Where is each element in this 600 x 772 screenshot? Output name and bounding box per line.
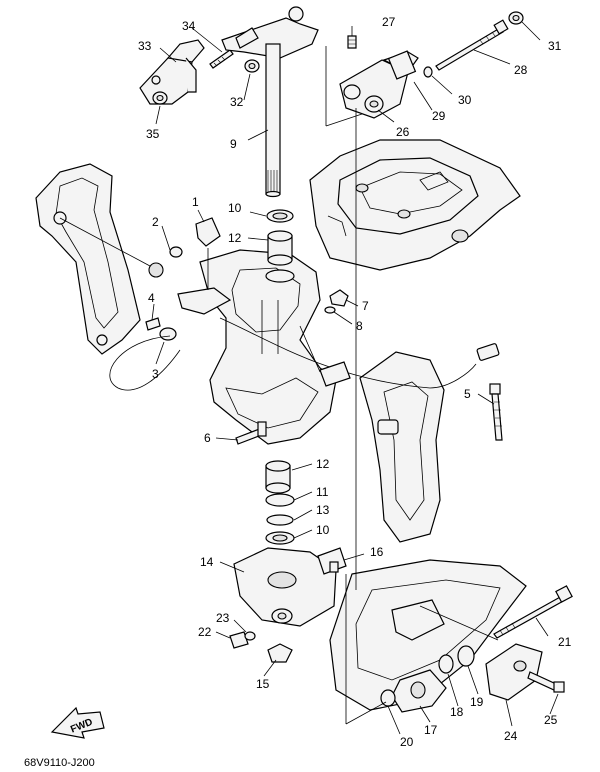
callout-2: 2 [152,215,159,229]
forward-arrow-icon: FWD [50,706,105,739]
lower-unit [329,559,527,711]
callouts: 1 2 3 4 5 6 7 8 9 10 10 11 12 12 13 14 1… [138,15,572,749]
clip-15 [267,643,293,663]
callout-10b: 10 [316,523,330,537]
rear-mount [359,351,445,543]
nut-7 [329,289,349,307]
callout-14: 14 [200,555,214,569]
washer-19 [457,645,475,667]
callout-16: 16 [370,545,384,559]
callout-22: 22 [198,625,212,639]
leader-lines [59,21,559,735]
callout-33: 33 [138,39,152,53]
swivel-bracket [199,249,337,445]
callout-1: 1 [192,195,199,209]
clamp-bracket [35,163,141,355]
washer-18 [438,654,454,674]
mount-rubber-17 [391,669,447,713]
long-bolt-28 [435,19,509,71]
callout-25: 25 [544,713,558,727]
callout-15: 15 [256,677,270,691]
clip-16 [317,547,347,575]
cover-24 [485,643,543,701]
callout-21: 21 [558,635,572,649]
callout-27: 27 [382,15,396,29]
callout-4: 4 [148,291,155,305]
callout-32: 32 [230,95,244,109]
friction-assembly [339,35,419,119]
callout-34: 34 [182,19,196,33]
upper-housing [309,139,521,271]
callout-28: 28 [514,63,528,77]
callout-30: 30 [458,93,472,107]
upper-mount-bracket [139,39,205,105]
nut-35 [152,91,168,105]
bolt-34 [209,49,234,69]
bolt-5 [489,383,503,441]
callout-26: 26 [396,125,410,139]
callout-18: 18 [450,705,464,719]
callout-20: 20 [400,735,414,749]
callout-3: 3 [152,367,159,381]
callout-24: 24 [504,729,518,743]
callout-23: 23 [216,611,230,625]
callout-9: 9 [230,137,237,151]
washer-23 [244,631,256,641]
bolt-6 [235,421,267,445]
callout-10a: 10 [228,201,242,215]
nut-22 [229,631,249,649]
bushing-upper [265,209,295,283]
callout-12a: 12 [228,231,242,245]
callout-17: 17 [424,723,438,737]
callout-31: 31 [548,39,562,53]
callout-5: 5 [464,387,471,401]
nut-31 [508,11,524,25]
bushing-lower [265,460,295,545]
steering-shaft [221,6,319,198]
trim-sensor-1 [148,217,232,315]
callout-19: 19 [470,695,484,709]
drawing-code: 68V9110-J200 [24,757,95,769]
washer-30 [423,66,433,78]
callout-8: 8 [356,319,363,333]
callout-12b: 12 [316,457,330,471]
callout-13: 13 [316,503,330,517]
callout-7: 7 [362,299,369,313]
callout-11: 11 [316,485,329,499]
callout-35: 35 [146,127,160,141]
nut-32 [244,59,260,73]
long-bolt-21 [493,585,573,639]
bolt-25 [527,671,565,693]
washer-8 [324,306,336,314]
lower-mount-bracket [233,547,337,627]
callout-6: 6 [204,431,211,445]
cable-lead [109,317,500,391]
callout-29: 29 [432,109,446,123]
